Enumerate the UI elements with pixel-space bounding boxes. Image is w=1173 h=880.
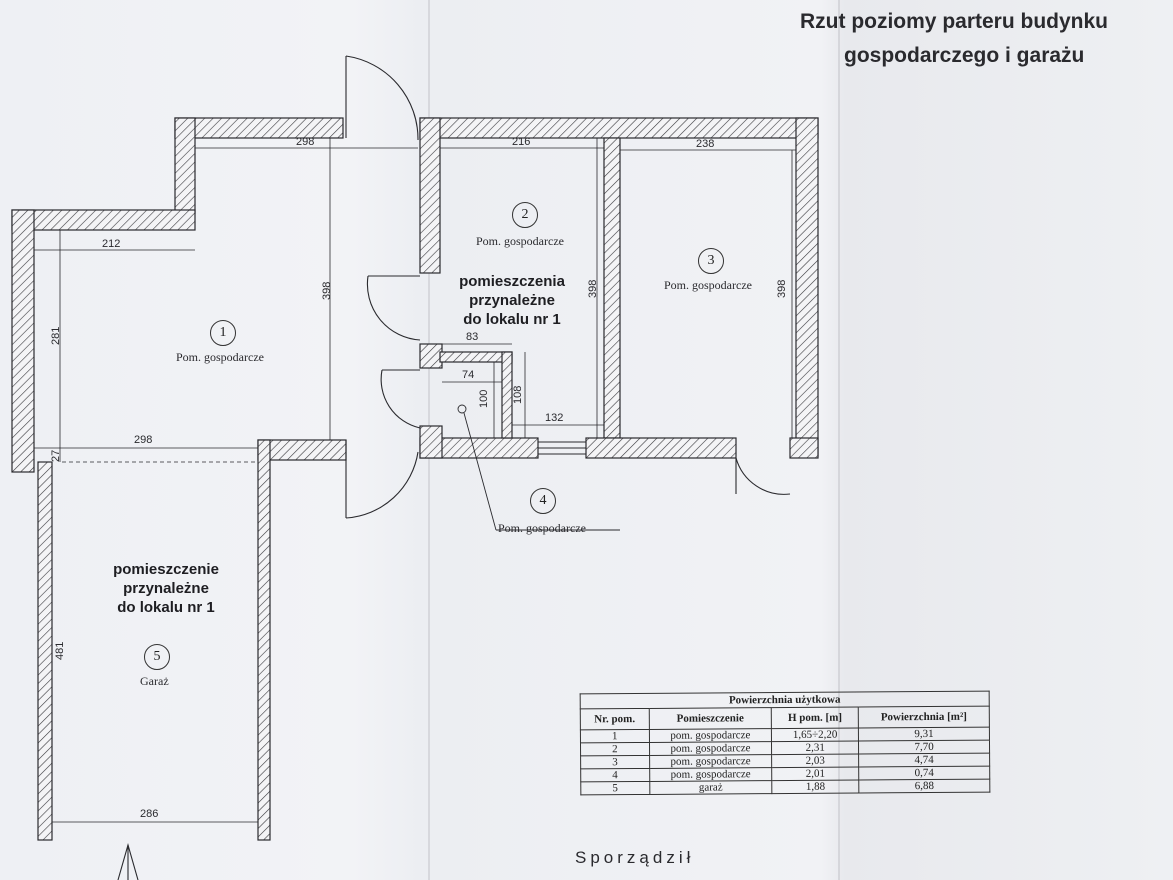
table-cell: 1,88: [771, 779, 859, 794]
room-number-2: 2: [512, 202, 538, 228]
room-number-3: 3: [698, 248, 724, 274]
room-label-4: Pom. gospodarcze: [498, 521, 586, 535]
table-cell: 2,03: [771, 753, 859, 768]
dimension-216: 216: [512, 136, 531, 148]
table-cell: 4: [580, 768, 650, 782]
dimension-398-c: 398: [776, 279, 788, 298]
table-cell: 1,65÷2,20: [771, 727, 859, 742]
room-label-1: Pom. gospodarcze: [176, 350, 264, 364]
dimension-238: 238: [696, 138, 715, 150]
table-cell: garaż: [649, 780, 773, 795]
table-cell: pom. gospodarcze: [649, 741, 772, 756]
leader-line: [457, 404, 620, 531]
annotation-lower-line-1: pomieszczenie: [113, 561, 219, 578]
table-cell: 1: [580, 729, 650, 743]
table-cell: 2,31: [771, 740, 859, 755]
annotation-upper-line-1: pomieszczenia: [459, 273, 565, 290]
table-cell: pom. gospodarcze: [649, 767, 772, 782]
dimension-298-top: 298: [296, 136, 315, 148]
usable-area-table: Powierzchnia użytkowa Nr. pom. Pomieszcz…: [579, 690, 991, 796]
table-cell: 5: [580, 781, 650, 795]
table-header-cell: Powierzchnia [m²]: [858, 706, 990, 728]
annotation-upper-line-3: do lokalu nr 1: [463, 311, 561, 328]
title-line-1: Rzut poziomy parteru budynku: [800, 10, 1109, 33]
dimension-281: 281: [50, 326, 62, 345]
dimension-108: 108: [512, 385, 524, 404]
annotation-lower-line-2: przynależne: [123, 580, 209, 597]
dimension-100: 100: [478, 389, 490, 408]
dimension-27: 27: [50, 449, 62, 462]
dimension-481: 481: [54, 641, 66, 660]
room-label-5: Garaż: [140, 674, 169, 688]
table-cell: 7,70: [858, 740, 990, 754]
door-swings: [117, 55, 791, 880]
walls: [11, 117, 819, 841]
table-cell: 6,88: [858, 779, 990, 793]
dimension-83: 83: [466, 331, 479, 343]
dimension-212: 212: [102, 238, 121, 250]
table-cell: 2: [580, 742, 650, 756]
paper-fold: [838, 0, 840, 880]
dimension-132: 132: [545, 412, 564, 424]
table-header-cell: H pom. [m]: [771, 706, 859, 729]
room-number-5: 5: [144, 644, 170, 670]
table-cell: 9,31: [858, 727, 990, 741]
annotation-lower: pomieszczenie przynależne do lokalu nr 1: [104, 560, 228, 617]
table-cell: 2,01: [771, 766, 859, 781]
table-header-row: Nr. pom. Pomieszczenie H pom. [m] Powier…: [580, 706, 990, 730]
table-cell: 3: [580, 755, 650, 769]
dimension-298-mid: 298: [134, 434, 153, 446]
dimension-lines: [34, 138, 796, 836]
room-number-1: 1: [210, 320, 236, 346]
table-cell: 0,74: [858, 766, 990, 780]
table-row: 5 garaż 1,88 6,88: [580, 779, 990, 795]
table-cell: pom. gospodarcze: [649, 754, 772, 769]
annotation-upper: pomieszczenia przynależne do lokalu nr 1: [452, 272, 572, 329]
table-header-cell: Pomieszczenie: [648, 707, 772, 730]
dimension-398-a: 398: [321, 281, 333, 300]
window-symbols: [537, 441, 587, 455]
room-number-4: 4: [530, 488, 556, 514]
table-cell: pom. gospodarcze: [649, 728, 772, 743]
dimension-286: 286: [140, 808, 159, 820]
title-line-2: gospodarczego i garażu: [844, 44, 1085, 67]
room-label-3: Pom. gospodarcze: [664, 278, 752, 292]
annotation-upper-line-2: przynależne: [469, 292, 555, 309]
annotation-lower-line-3: do lokalu nr 1: [117, 599, 215, 616]
table-header-cell: Nr. pom.: [580, 708, 650, 730]
prepared-by-label: Sporządził: [575, 848, 695, 867]
dimension-74: 74: [462, 369, 475, 381]
room-label-2: Pom. gospodarcze: [476, 234, 564, 248]
table-cell: 4,74: [858, 753, 990, 767]
dimension-398-b: 398: [587, 279, 599, 298]
